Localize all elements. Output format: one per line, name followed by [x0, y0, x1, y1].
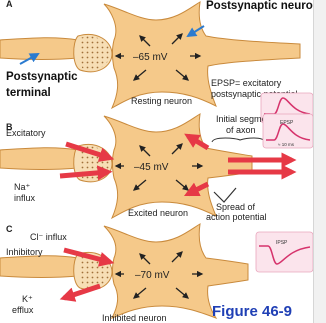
- voltage-c: –70 mV: [135, 270, 170, 281]
- na-influx-label-2: influx: [14, 193, 36, 203]
- caption-c: Inhibited neuron: [102, 313, 167, 323]
- epsp-inset-label: EPSP: [280, 120, 294, 126]
- ipsp-inset-label: IPSP: [276, 240, 288, 246]
- postsynaptic-terminal-label-1: Postsynaptic: [6, 71, 78, 83]
- panel-a-letter: A: [6, 0, 13, 9]
- initial-segment-brace: [212, 138, 266, 142]
- spread-pointer: [214, 188, 236, 202]
- figure-number-label: Figure 46-9: [212, 303, 292, 320]
- panel-b: B –45 mV Excitatory Na⁺ influx Excited n…: [0, 114, 313, 222]
- postsynaptic-terminal-label-2: terminal: [6, 87, 51, 99]
- postsynaptic-neuron-label: Postsynaptic neuron: [206, 0, 313, 12]
- voltage-a: –65 mV: [133, 52, 168, 63]
- epsp-inset-scale: ≈ 10 ms: [278, 142, 295, 147]
- presynaptic-axon-a: [0, 38, 78, 60]
- voltage-b: –45 mV: [134, 162, 169, 173]
- ipsp-inset-c: IPSP: [256, 232, 313, 272]
- na-influx-label-1: Na⁺: [14, 182, 31, 192]
- cl-influx-label: Cl⁻ influx: [30, 232, 67, 242]
- panel-c-letter: C: [6, 224, 13, 234]
- caption-b: Excited neuron: [128, 208, 188, 218]
- right-scrollbar[interactable]: [313, 0, 326, 323]
- k-efflux-label-1: K⁺: [22, 294, 33, 304]
- inhibitory-label: Inhibitory: [6, 247, 43, 257]
- initial-segment-label-2: of axon: [226, 125, 256, 135]
- panel-c: C –70 mV Cl⁻ influx Inhibitory K⁺ efflux…: [0, 224, 313, 323]
- neuron-diagram: A –65 mV Postsynaptic neuron Postsynapti…: [0, 0, 313, 323]
- spread-label-2: action potential: [206, 212, 267, 222]
- figure-frame: A –65 mV Postsynaptic neuron Postsynapti…: [0, 0, 313, 323]
- presynaptic-axon-c: [0, 256, 78, 278]
- presynaptic-axon-b: [0, 148, 78, 170]
- epsp-inset-b: EPSP ≈ 10 ms: [263, 114, 313, 148]
- caption-a: Resting neuron: [131, 96, 192, 106]
- epsp-definition-1: EPSP= excitatory: [211, 78, 282, 88]
- excitatory-label: Excitatory: [6, 128, 46, 138]
- spread-label-1: Spread of: [216, 202, 256, 212]
- panel-a: A –65 mV Postsynaptic neuron Postsynapti…: [0, 0, 313, 123]
- k-efflux-label-2: efflux: [12, 305, 34, 315]
